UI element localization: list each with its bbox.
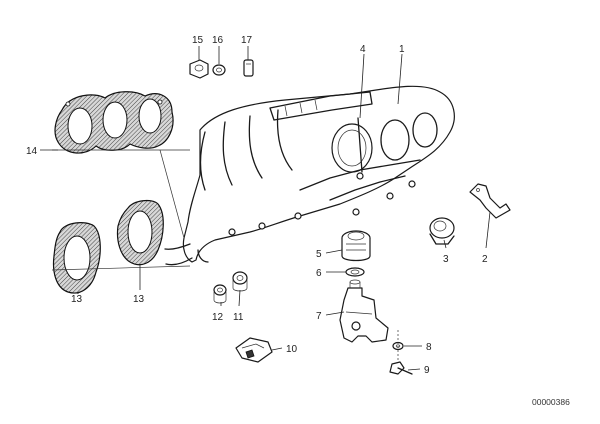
callout-8: 8 — [426, 342, 432, 353]
grommet-part-12 — [213, 284, 227, 304]
grommet-part-11 — [232, 271, 248, 292]
nut-part-15 — [189, 59, 209, 79]
housing-part-7 — [339, 279, 389, 343]
o-ring-part-6 — [345, 267, 365, 277]
bolt-part-9 — [389, 361, 413, 375]
callout-15: 15 — [192, 35, 204, 46]
manifold-gasket-triple — [54, 91, 174, 154]
manifold-gasket-single-right — [116, 199, 164, 266]
callout-4: 4 — [360, 44, 366, 55]
callout-9: 9 — [424, 365, 430, 376]
callout-6: 6 — [316, 268, 322, 279]
callout-13-left: 13 — [71, 294, 83, 305]
callout-10: 10 — [286, 344, 298, 355]
callout-1: 1 — [399, 44, 405, 55]
washer-part-16 — [212, 64, 226, 76]
installation-guide-lines — [51, 149, 191, 271]
callout-3: 3 — [443, 254, 449, 265]
grommet-part-3 — [429, 217, 455, 245]
leader-lines — [40, 46, 491, 371]
callout-16: 16 — [212, 35, 224, 46]
callout-17: 17 — [241, 35, 253, 46]
callout-12: 12 — [212, 312, 224, 323]
callout-7: 7 — [316, 311, 322, 322]
callout-5: 5 — [316, 249, 322, 260]
sensor-rod-part-4 — [356, 117, 364, 180]
callout-11: 11 — [233, 312, 244, 323]
manifold-gasket-single-left — [52, 222, 101, 294]
clip-part-17 — [243, 59, 254, 77]
diagram-reference-number: 00000386 — [532, 397, 570, 407]
bracket-part-2 — [469, 183, 511, 219]
intake-manifold — [164, 85, 455, 266]
air-valve-part-5 — [341, 230, 371, 262]
connector-plug-part-10 — [235, 337, 273, 363]
callout-2: 2 — [482, 254, 488, 265]
callout-labels: 1 2 3 4 5 6 7 8 9 10 11 12 13 13 14 15 1… — [26, 35, 488, 376]
callout-14: 14 — [26, 146, 38, 157]
callout-13-right: 13 — [133, 294, 145, 305]
